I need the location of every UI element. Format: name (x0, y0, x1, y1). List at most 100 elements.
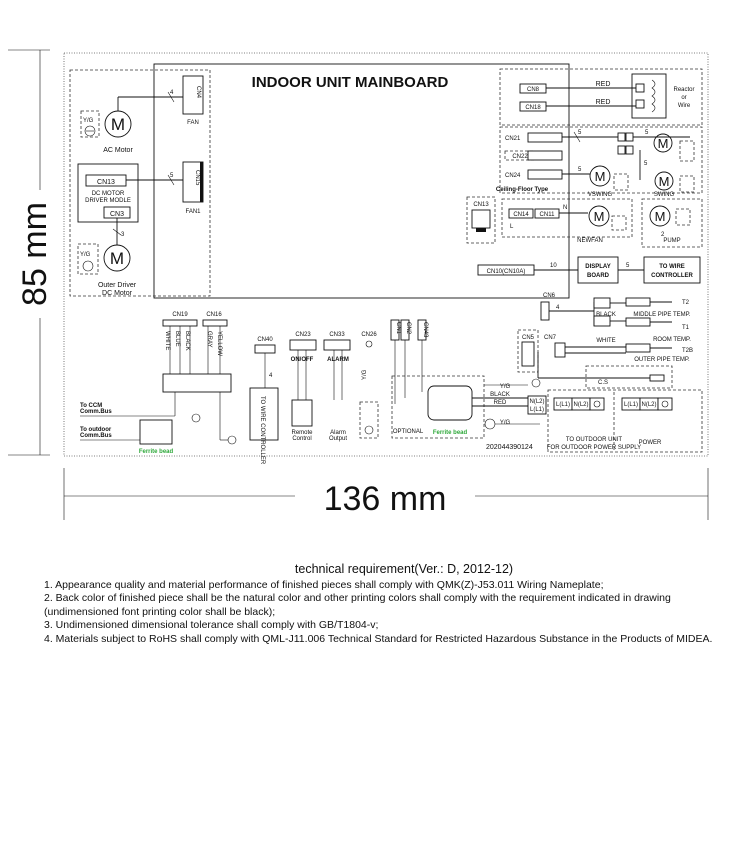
cn7-label: CN7 (544, 335, 557, 341)
ground-icon (227, 435, 237, 445)
label-outline (63, 52, 709, 457)
swing-group: CN21 CN22 CN24 5 5 M 5 M SWING 5 M VSWIN… (496, 126, 703, 198)
cn5-connector (521, 341, 535, 367)
cn11-connector (534, 208, 560, 219)
cn2-label: CN2 (405, 322, 411, 335)
to-ccm-label: To CCM (80, 403, 102, 409)
to-ccm-label: Comm.Bus (80, 409, 112, 415)
ground-icon (364, 425, 374, 435)
alarm-label: ALARM (327, 357, 349, 363)
motor-icon (103, 244, 131, 272)
outer-pipe-label: OUTER PIPE TEMP. (634, 357, 690, 363)
ceiling-floor-label: Ceiling-Floor Type (496, 187, 549, 193)
wire-color-label: WHITE (164, 331, 170, 350)
l-label: L (510, 224, 514, 230)
wire-count: 4 (170, 90, 174, 96)
cn8-label: CN8 (527, 87, 540, 93)
outdoor-power-label: FOR OUTDOOR POWER SUPPLY (547, 445, 641, 451)
red-label: RED (596, 81, 611, 88)
to-outdoor-unit-label: TO OUTDOOR UNIT (566, 437, 623, 443)
ground-icon (661, 400, 669, 408)
bottom-connectors: CN19 CN16 WHITE BLUE BLACK GRAY YELLOW T… (80, 312, 547, 465)
requirement-item: 4. Materials subject to RoHS shall compl… (44, 632, 713, 645)
cn23-label: CN23 (295, 332, 311, 338)
wire-count: 5 (578, 167, 582, 173)
remote-label: Control (292, 436, 311, 442)
dc-driver-group: CN13 DC MOTOR DRIVER MODLE CN3 5 CN15 FA… (77, 161, 204, 297)
wire-color-label: YELLOW (216, 331, 222, 356)
cn15-label: CN15 (194, 170, 200, 186)
left-motor-region (69, 69, 211, 297)
dc-yg-label: Y/G (80, 252, 91, 258)
reactor-coil-icon (651, 79, 656, 113)
svg-text:M: M (655, 209, 666, 224)
terminal-n-label: N(L2) (641, 402, 656, 408)
cn16-connector (202, 319, 228, 327)
svg-text:M: M (594, 209, 605, 224)
part-number: 202044390124 (486, 444, 533, 451)
wire-count: 5 (644, 161, 648, 167)
ground-icon (82, 260, 94, 272)
room-temp-label: ROOM TEMP. (653, 337, 691, 343)
cn6-label: CN6 (543, 293, 556, 299)
wire-color-label: BLACK (184, 331, 190, 351)
display-group: CN10(CN10A) 10 DISPLAY BOARD 5 TO WIRE C… (477, 256, 701, 284)
outer-driver-label-1: Outer Driver (98, 282, 137, 289)
ferrite-label: Ferrite bead (433, 430, 468, 436)
driver-label-2: DRIVER MODLE (85, 198, 131, 204)
width-dimension: 136 mm (63, 468, 709, 520)
driver-cn13 (85, 174, 127, 187)
cn19-connector (162, 319, 198, 327)
wire-count: 3 (121, 232, 125, 238)
power-section: L(L1) N(L2) TO OUTDOOR UNIT FOR OUTDOOR … (547, 389, 703, 453)
red-wire-label: RED (494, 400, 507, 406)
newfan-label: NEWFAN (577, 238, 603, 244)
fan-label: FAN (187, 120, 199, 126)
wire-count: 10 (550, 263, 557, 269)
svg-text:M: M (658, 136, 669, 151)
driver-cn3-label: CN3 (110, 211, 124, 218)
wire-count: 5 (626, 263, 630, 269)
cs-label: C.S (598, 380, 608, 386)
terminal-block (162, 373, 232, 393)
cn23-connector (289, 339, 317, 351)
cn18-connector (519, 101, 547, 112)
swing-label: SWING (654, 192, 675, 198)
cn8-connector (519, 83, 547, 94)
power-label: POWER (639, 440, 662, 446)
ground-icon (593, 400, 601, 408)
ac-yg-label: Y/G (83, 118, 94, 124)
wire-controller-vertical-label: TO WIRE CONTROLLER (259, 396, 265, 465)
display-board (577, 256, 619, 284)
wire-count: 5 (170, 173, 174, 179)
t2b-label: T2B (682, 348, 693, 354)
terminal-n-label: N(L2) (529, 399, 544, 405)
cn22-label: CN22 (512, 154, 528, 160)
cn40-label: CN40 (257, 337, 273, 343)
motor-icon (653, 133, 673, 153)
cn13-connector (471, 209, 491, 229)
cn19-label: CN19 (172, 312, 188, 318)
wiring-diagram: 85 mm 136 mm INDOOR UNIT MAINBOARD Y/G M… (8, 49, 709, 520)
yg-label: Y/G (500, 384, 511, 390)
outer-driver-label-2: DC Motor (102, 290, 133, 297)
wire-color-label: GRAY (206, 331, 212, 348)
ferrite-bead-icon (427, 385, 473, 421)
board-title: INDOOR UNIT MAINBOARD (252, 74, 449, 91)
sensor-icon (625, 343, 651, 353)
cn33-label: CN33 (329, 332, 345, 338)
reactor-label: or (681, 95, 686, 101)
power-terminal (527, 395, 547, 415)
cn33-connector (323, 339, 351, 351)
ac-motor-label: AC Motor (103, 147, 133, 154)
red-label: RED (596, 99, 611, 106)
wire-controller-label: TO WIRE (659, 264, 685, 270)
cn13-label: CN13 (473, 202, 489, 208)
cn40-connector (254, 344, 276, 354)
motor-icon (588, 205, 610, 227)
svg-text:M: M (111, 115, 125, 134)
motor-icon (589, 165, 611, 187)
terminal-l-label: L(L1) (556, 402, 570, 408)
black-label: BLACK (596, 312, 616, 318)
ground-icon (531, 378, 541, 388)
